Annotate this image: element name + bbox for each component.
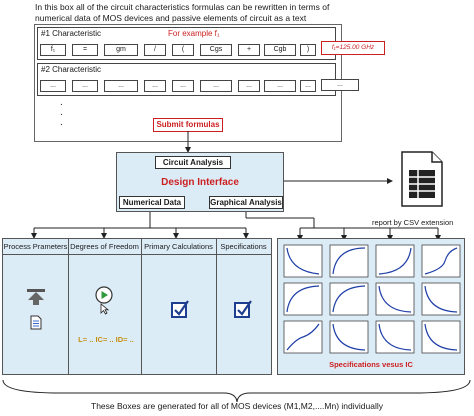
formula-cell-plus[interactable]: +: [238, 44, 260, 56]
intro-line-2: numerical data of MOS devices and passiv…: [35, 13, 307, 23]
numerical-data-panel: Process Prameters Degrees of Freedom Pri…: [2, 238, 272, 375]
formula-cell-open-paren[interactable]: (: [172, 44, 194, 56]
formula-cell-cgb[interactable]: Cgb: [264, 44, 296, 56]
intro-line-1: In this box all of the circuit character…: [35, 2, 330, 12]
formula-cell-cgs[interactable]: Cgs: [200, 44, 232, 56]
checkbox-checked-icon[interactable]: [171, 300, 189, 323]
example-label: For example f₁: [168, 29, 220, 38]
formula2-cell-5[interactable]: ...: [172, 80, 194, 92]
circuit-analysis-button[interactable]: Circuit Analysis: [155, 156, 231, 169]
formula-cell-f1[interactable]: f₁: [40, 44, 66, 56]
numerical-data-button[interactable]: Numerical Data: [119, 196, 185, 209]
play-icon[interactable]: [95, 286, 113, 309]
result-value-box: f₁=125.00 GHz: [321, 41, 385, 55]
ellipsis-dot-1: .: [60, 97, 63, 108]
ellipsis-dot-3: .: [60, 117, 63, 128]
dof-formula: L= .. IC= .. ID= ..: [78, 335, 134, 344]
formula2-cell-9[interactable]: ...: [300, 80, 316, 92]
graph-panel-caption: Specifications vesus IC: [329, 360, 413, 369]
formula2-cell-7[interactable]: ...: [238, 80, 260, 92]
formula2-cell-1[interactable]: ...: [40, 80, 66, 92]
formula2-cell-4[interactable]: ...: [144, 80, 166, 92]
column-divider: [68, 239, 69, 374]
csv-report-icon[interactable]: [400, 150, 444, 208]
design-interface-title: Design Interface: [161, 177, 239, 188]
column-primary-calculations: Primary Calculations: [141, 239, 216, 255]
column-degrees-of-freedom: Degrees of Freedom: [68, 239, 141, 255]
formula2-cell-6[interactable]: ...: [200, 80, 232, 92]
graphical-analysis-button[interactable]: Graphical Analysis: [209, 196, 283, 209]
formula-cell-close-paren[interactable]: ): [300, 44, 316, 56]
spec-plots-grid: [283, 244, 461, 354]
characteristic-1-label: #1 Characteristic: [41, 29, 102, 38]
column-divider: [141, 239, 142, 374]
report-label: report by CSV extension: [372, 218, 454, 227]
characteristic-1-row: #1 Characteristic For example f₁ f₁ = gm…: [37, 27, 336, 60]
characteristic-2-label: #2 Characteristic: [41, 65, 102, 74]
column-process-parameters: Process Prameters: [3, 239, 68, 255]
formula2-cell-8[interactable]: ...: [264, 80, 296, 92]
formula2-cell-2[interactable]: ...: [72, 80, 98, 92]
formula-cell-gm[interactable]: gm: [104, 44, 138, 56]
ellipsis-dot-2: .: [60, 107, 63, 118]
design-interface-panel: Circuit Analysis Design Interface Numeri…: [116, 152, 284, 212]
column-specifications: Specifications: [216, 239, 271, 255]
checkbox-checked-icon[interactable]: [234, 300, 252, 323]
formula-box: #1 Characteristic For example f₁ f₁ = gm…: [34, 24, 385, 142]
footer-note: These Boxes are generated for all of MOS…: [91, 401, 383, 411]
document-icon[interactable]: [30, 315, 42, 335]
upload-icon[interactable]: [27, 289, 45, 310]
formula2-cell-3[interactable]: ...: [104, 80, 138, 92]
graphical-analysis-panel: Specifications vesus IC: [277, 238, 465, 375]
formula2-result-cell[interactable]: ...: [321, 79, 359, 91]
cursor-icon: [100, 302, 110, 320]
formula-cell-divide[interactable]: /: [144, 44, 166, 56]
column-divider: [216, 239, 217, 374]
formula-cell-equals[interactable]: =: [72, 44, 98, 56]
